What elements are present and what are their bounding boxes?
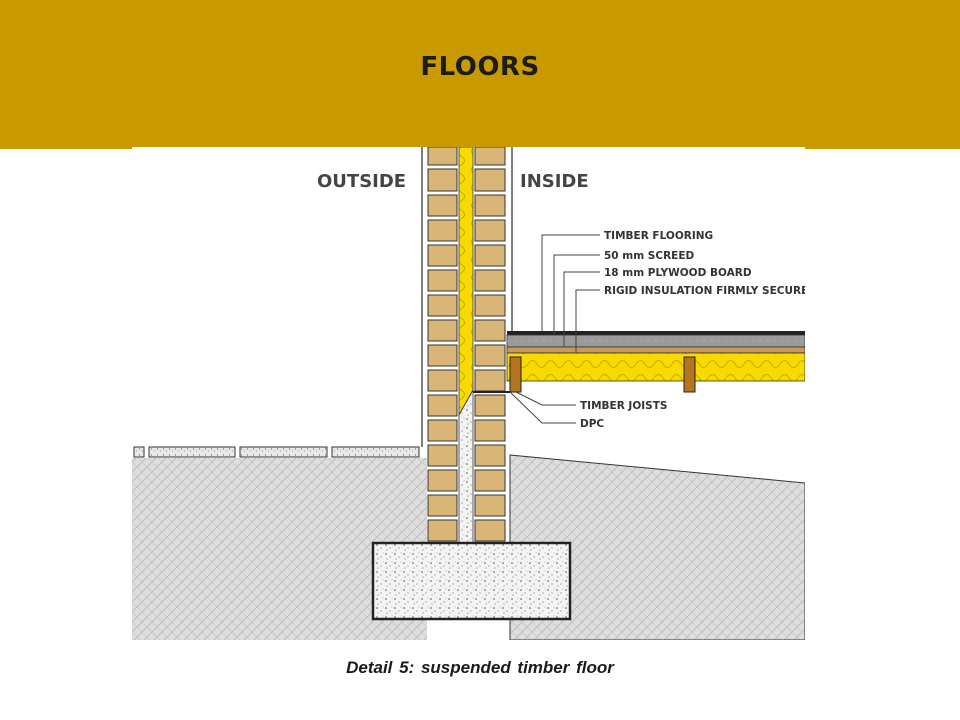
callout-joists: TIMBER JOISTS	[580, 400, 667, 412]
cavity-fill	[458, 388, 474, 544]
inner-brick-leaf	[474, 147, 506, 542]
title-banner	[0, 0, 960, 149]
concrete-foundation	[371, 541, 572, 621]
outer-brick-leaf	[427, 147, 458, 542]
callout-leaders	[509, 234, 600, 424]
floor-buildup	[506, 331, 805, 393]
callout-timber-flooring: TIMBER FLOORING	[604, 230, 713, 242]
floor-detail-diagram: OUTSIDE INSIDE TIMBER FLOORING 50 mm SCR…	[132, 147, 805, 640]
figure-caption: Detail 5: suspended timber floor	[346, 658, 614, 677]
inside-label: INSIDE	[520, 171, 589, 192]
paving-slabs	[133, 446, 420, 458]
outside-label: OUTSIDE	[317, 171, 406, 192]
cavity-insulation	[458, 147, 474, 417]
slide-title: FLOORS	[420, 52, 540, 82]
callout-plywood: 18 mm PLYWOOD BOARD	[604, 267, 752, 279]
callout-screed: 50 mm SCREED	[604, 250, 695, 262]
callout-insulation: RIGID INSULATION FIRMLY SECURED	[604, 285, 805, 297]
callout-dpc: DPC	[580, 418, 604, 430]
